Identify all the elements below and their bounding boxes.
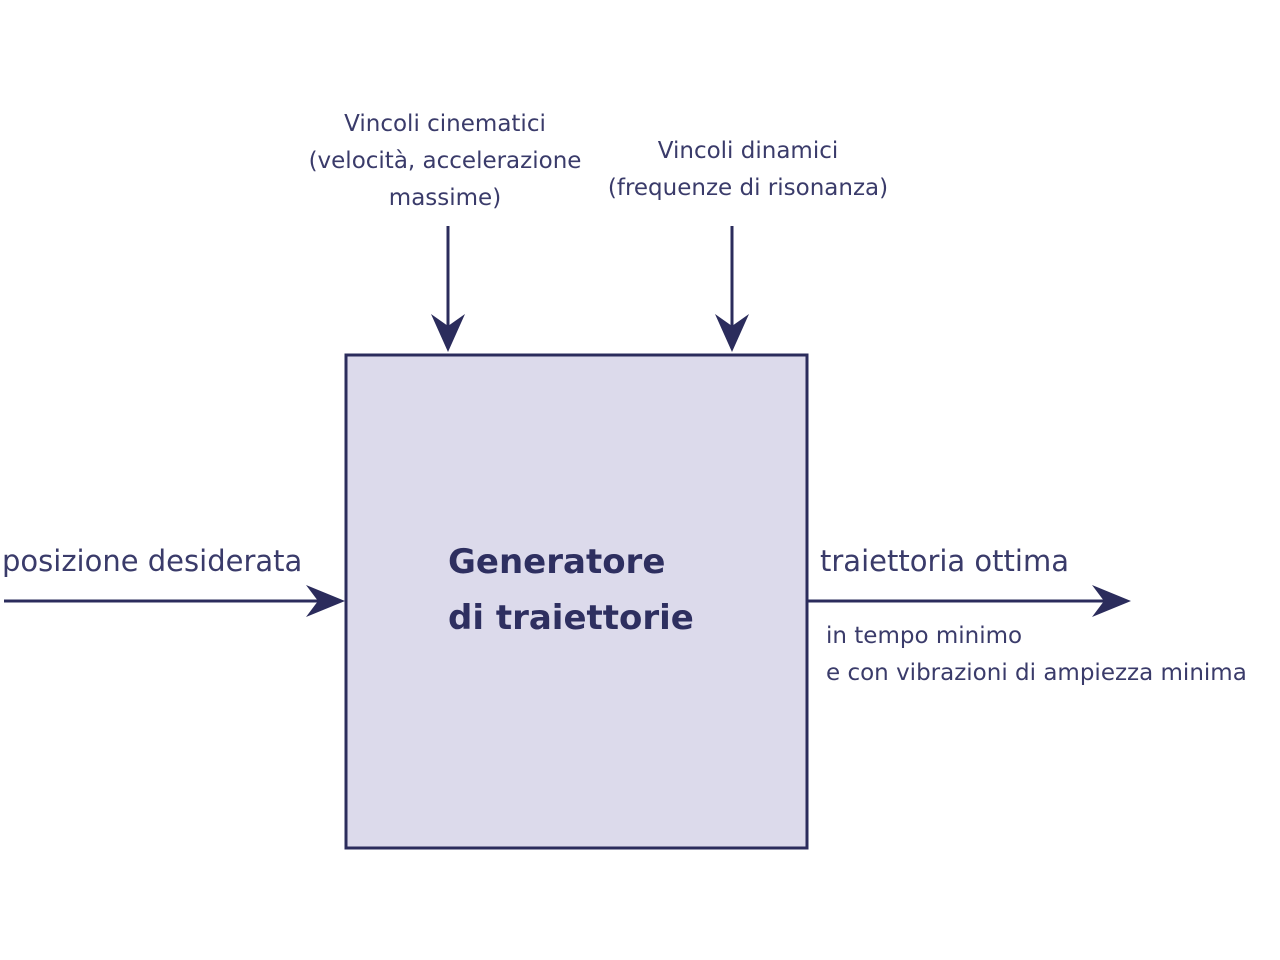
output-label: traiettoria ottima	[820, 544, 1069, 578]
generator-title-line: Generatore	[448, 542, 666, 582]
output-note-line: e con vibrazioni di ampiezza minima	[826, 660, 1247, 686]
kinematic-constraints-line: massime)	[388, 185, 502, 211]
input-label: posizione desiderata	[2, 544, 303, 578]
dynamic-constraints-line: (frequenze di risonanza)	[607, 175, 889, 201]
dynamic-constraints-label: Vincoli dinamici (frequenze di risonanza…	[588, 133, 908, 207]
dynamic-constraint-arrow	[715, 226, 749, 352]
input-arrow	[4, 585, 345, 617]
trajectory-generator-block	[344, 353, 809, 850]
generator-title: Generatore di traiettorie	[448, 534, 694, 646]
dynamic-constraints-line: Vincoli dinamici	[657, 138, 839, 164]
output-arrow	[808, 585, 1131, 617]
generator-title-line: di traiettorie	[448, 598, 694, 638]
output-note-line: in tempo minimo	[826, 623, 1023, 649]
kinematic-constraints-line: Vincoli cinematici	[344, 111, 546, 137]
kinematic-constraint-arrow	[431, 226, 465, 352]
kinematic-constraints-label: Vincoli cinematici (velocità, accelerazi…	[290, 106, 600, 217]
kinematic-constraints-line: (velocità, accelerazione	[308, 148, 582, 174]
output-note: in tempo minimo e con vibrazioni di ampi…	[826, 618, 1247, 692]
